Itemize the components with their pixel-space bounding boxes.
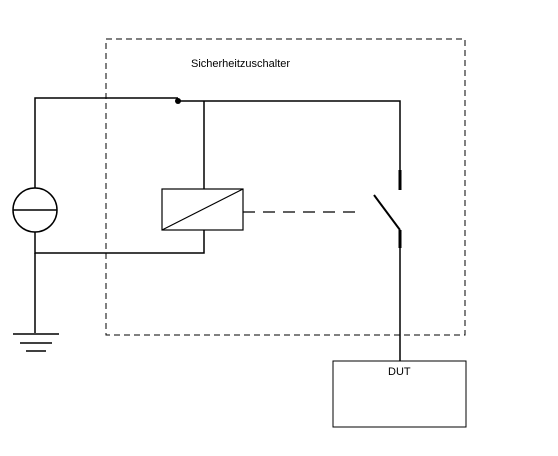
- switch-contact-icon: [373, 170, 402, 248]
- wire-bottom-left: [34, 230, 205, 254]
- dut-label: DUT: [388, 366, 411, 378]
- ac-voltage-source-icon: [12, 187, 58, 233]
- safety-switch-enclosure: [105, 38, 466, 336]
- wire-top-main: [178, 100, 401, 170]
- enclosure-label: Sicherheitzuschalter: [191, 58, 290, 70]
- ground-icon: [13, 333, 59, 352]
- relay-coil-icon: [161, 188, 244, 231]
- dut-box: [332, 360, 467, 428]
- wire-top-left: [34, 97, 178, 190]
